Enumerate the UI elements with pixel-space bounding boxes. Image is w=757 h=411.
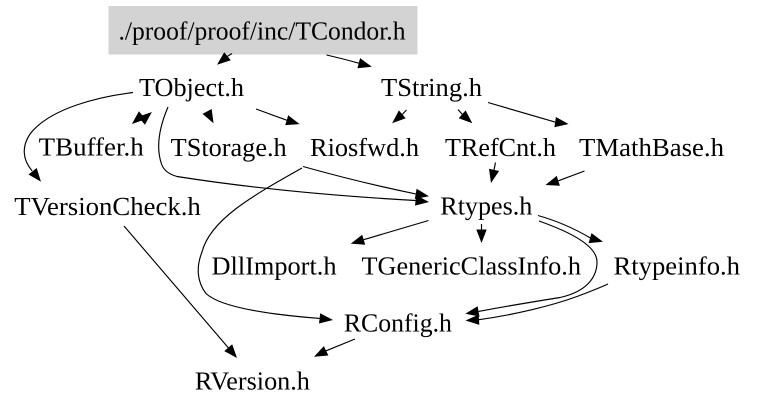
svg-text:DllImport.h: DllImport.h: [212, 252, 337, 281]
svg-text:RConfig.h: RConfig.h: [344, 309, 452, 338]
svg-text:./proof/proof/inc/TCondor.h: ./proof/proof/inc/TCondor.h: [119, 17, 406, 46]
svg-text:TRefCnt.h: TRefCnt.h: [445, 133, 556, 162]
svg-text:TObject.h: TObject.h: [139, 73, 244, 102]
svg-text:TVersionCheck.h: TVersionCheck.h: [14, 192, 200, 221]
svg-text:TString.h: TString.h: [381, 73, 482, 102]
svg-text:TBuffer.h: TBuffer.h: [39, 133, 144, 162]
svg-text:Riosfwd.h: Riosfwd.h: [310, 133, 419, 162]
svg-text:TGenericClassInfo.h: TGenericClassInfo.h: [362, 252, 582, 281]
svg-text:TMathBase.h: TMathBase.h: [579, 133, 724, 162]
svg-text:Rtypeinfo.h: Rtypeinfo.h: [614, 252, 741, 281]
svg-text:Rtypes.h: Rtypes.h: [440, 192, 532, 221]
svg-text:RVersion.h: RVersion.h: [195, 367, 310, 396]
svg-text:TStorage.h: TStorage.h: [171, 133, 287, 162]
